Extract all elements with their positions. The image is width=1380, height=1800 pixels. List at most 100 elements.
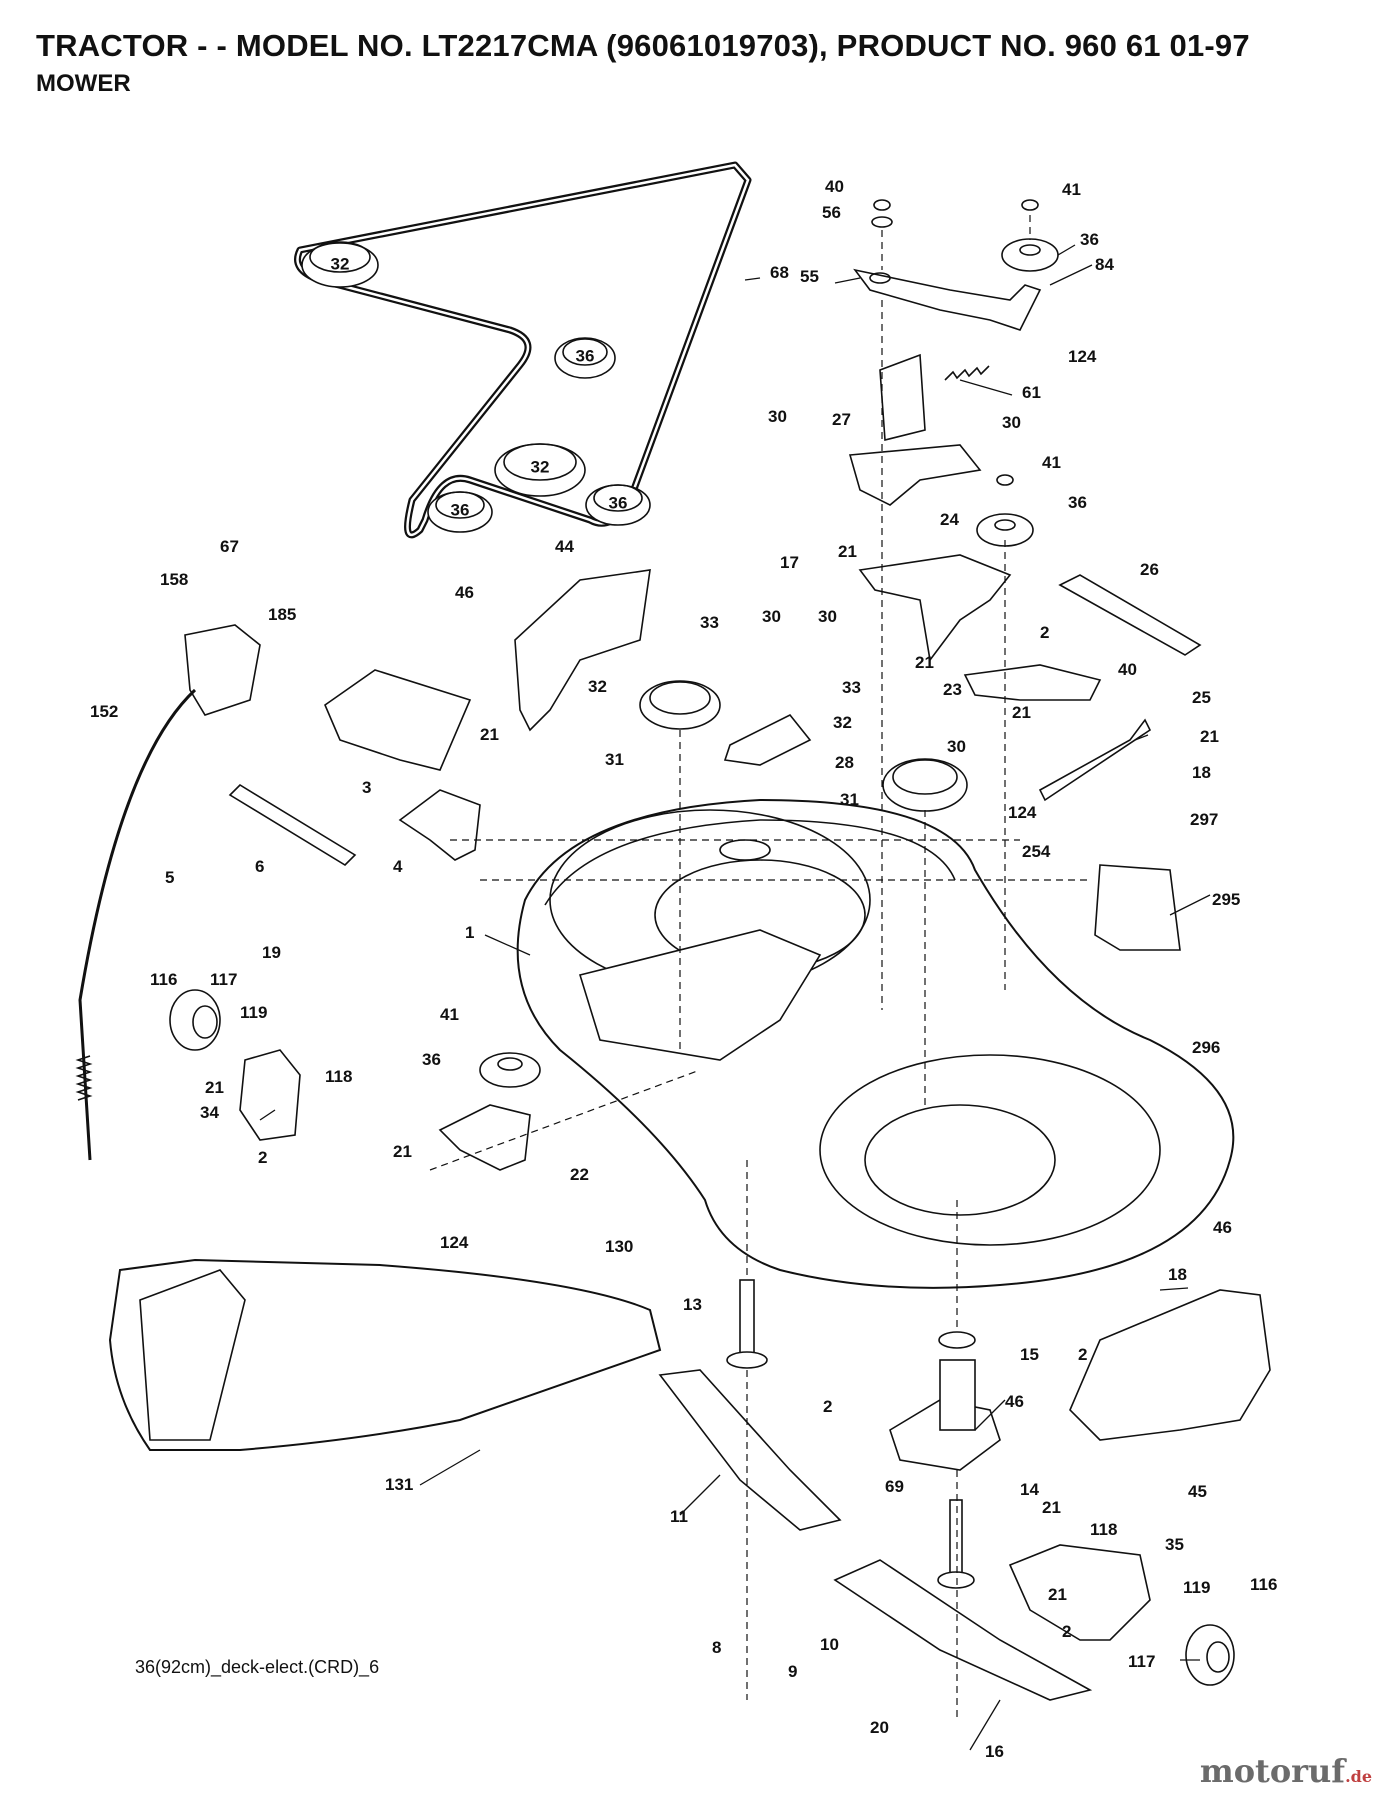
callout: 21 [480,725,499,744]
belt-pulley-label: 36 [609,493,628,512]
callout: 31 [605,750,624,769]
callout-labels: 40 41 56 36 84 68 55 124 61 30 30 27 41 … [90,177,1277,1761]
callout: 21 [393,1142,412,1161]
callout: 3 [362,778,371,797]
callout: 28 [835,753,854,772]
cable-152 [78,688,197,1161]
callout: 31 [840,790,859,809]
deck-pulley-32-left [639,680,721,730]
callout: 32 [588,677,607,696]
callout: 27 [832,410,851,429]
callout: 185 [268,605,296,624]
callout: 119 [1183,1578,1210,1597]
callout: 56 [822,203,841,222]
bracket-3 [324,669,472,771]
watermark-suffix: .de [1345,1767,1372,1786]
bracket-22 [438,1104,531,1171]
bracket-4 [398,789,481,861]
belt-pulley-32-center: 32 [494,443,586,497]
belt-pulley-label: 36 [451,500,470,519]
callout: 15 [1020,1345,1039,1364]
wheel-117-left [169,989,221,1051]
callout: 2 [1078,1345,1087,1364]
watermark-logo[interactable]: motoruf.de [1200,1752,1372,1790]
spindle-13 [726,1279,768,1369]
drawing-code: 36(92cm)_deck-elect.(CRD)_6 [135,1657,380,1677]
callout: 40 [1118,660,1137,679]
callout: 36 [422,1050,441,1069]
callout: 131 [385,1475,413,1494]
callout: 17 [780,553,799,572]
shield-295 [1094,864,1181,951]
callout: 55 [800,267,819,286]
idler-arm-55 [853,268,1042,331]
deck-pulley-32-right [882,758,968,812]
rail-26 [1058,574,1202,656]
idler-pulley-36-top [1001,238,1059,272]
nut-41-top [1021,199,1039,211]
idler-pulley-36-right [976,513,1034,547]
callout: 36 [1068,493,1087,512]
callout: 9 [788,1662,797,1681]
callout: 21 [1200,727,1219,746]
callout: 158 [160,570,188,589]
callout: 33 [700,613,719,632]
chute-deflector-45 [1069,1289,1271,1441]
callout: 5 [165,868,174,887]
callout: 67 [220,537,239,556]
page-title: TRACTOR - - MODEL NO. LT2217CMA (9606101… [36,28,1250,63]
callout: 35 [1165,1535,1184,1554]
callout: 36 [1080,230,1099,249]
callout: 34 [200,1103,219,1122]
callout: 124 [1008,803,1037,822]
callout: 20 [870,1718,889,1737]
assembly-lines [429,215,1090,1720]
callout: 18 [1192,763,1211,782]
callout: 21 [838,542,857,561]
belt-pulley-label: 32 [331,254,350,273]
callout: 21 [1048,1585,1067,1604]
bracket-28 [723,713,812,766]
callout: 21 [1042,1498,1061,1517]
callout: 18 [1168,1265,1187,1284]
callout: 21 [915,653,934,672]
callout: 24 [940,510,959,529]
spring-61 [944,365,990,381]
callout: 23 [943,680,962,699]
callout: 19 [262,943,281,962]
callout: 44 [555,537,574,556]
callout: 16 [985,1742,1004,1761]
bracket-24 [858,554,1012,662]
idler-pulley-36-lower [479,1052,541,1088]
mower-deck [516,798,1235,1289]
belt-pulley-label: 36 [576,346,595,365]
cable-spring [75,1055,93,1101]
callout: 61 [1022,383,1041,402]
callout: 254 [1022,842,1051,861]
arm-25 [1038,718,1152,802]
belt-pulley-36-left: 36 [427,491,493,533]
callout: 2 [1062,1622,1071,1641]
link-6 [228,783,357,867]
belt-pulley-36-mid: 36 [554,337,616,379]
callout: 152 [90,702,118,721]
callout: 25 [1192,688,1211,707]
callout: 295 [1212,890,1240,909]
callout: 21 [205,1078,224,1097]
callout: 6 [255,857,264,876]
nut-41-right [996,474,1014,486]
wheel-117-right [1185,1624,1235,1686]
belt-pulley-32-top: 32 [301,241,379,288]
callout: 26 [1140,560,1159,579]
discharge-chute-131 [108,1258,662,1451]
callout: 116 [1250,1575,1277,1594]
callout: 118 [325,1067,352,1086]
callout: 30 [947,737,966,756]
callout: 69 [885,1477,904,1496]
callout: 296 [1192,1038,1220,1057]
callout: 124 [1068,347,1097,366]
belt-pulley-36-right: 36 [585,484,651,526]
spindle-housing-14 [889,1331,1001,1471]
callout: 1 [465,923,474,942]
